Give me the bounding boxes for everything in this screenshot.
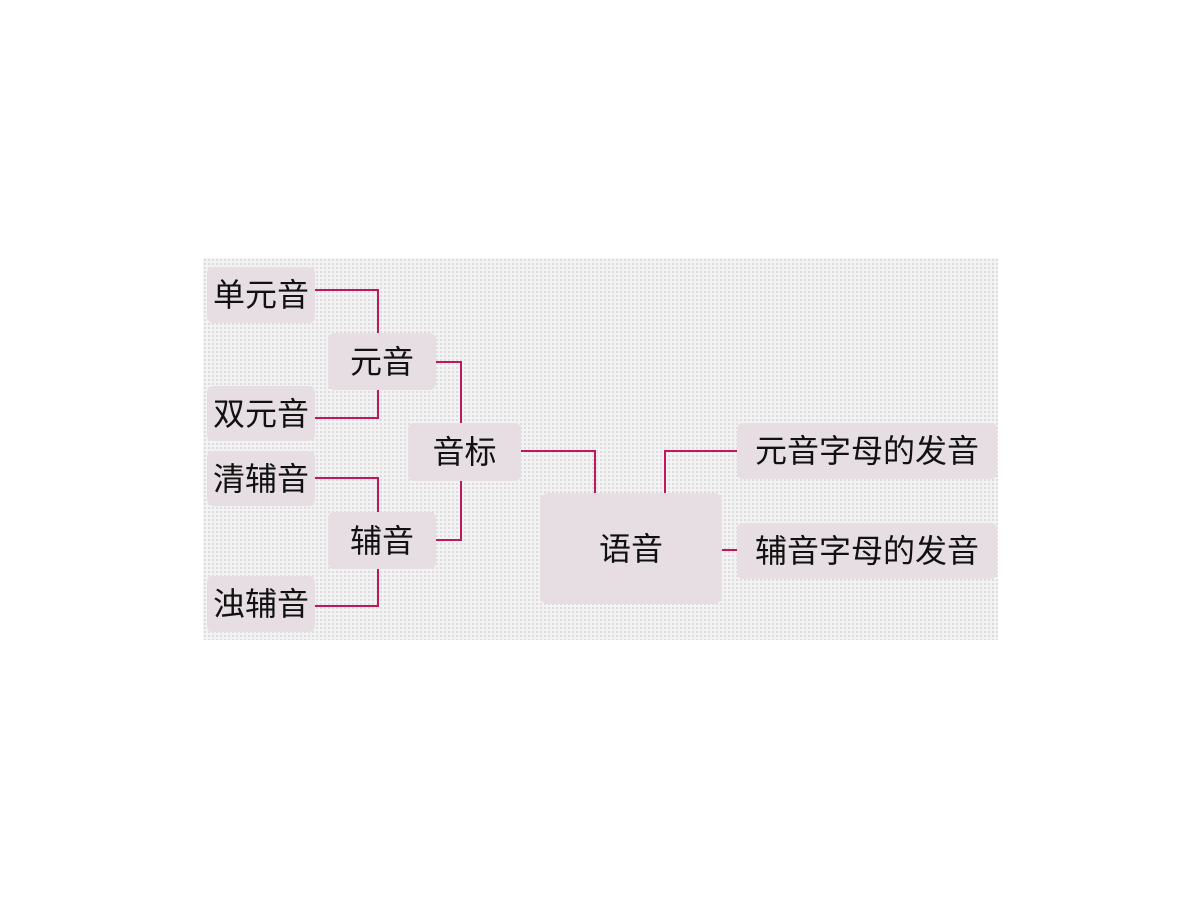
node-yuanyin-zimu-fayin: 元音字母的发音 <box>737 423 997 479</box>
node-yuyin-root: 语音 <box>540 493 722 604</box>
node-shuangyuanyin: 双元音 <box>207 386 315 441</box>
node-zhuofuyin: 浊辅音 <box>207 576 315 632</box>
node-qingfuyin: 清辅音 <box>207 451 315 506</box>
node-yinbiao: 音标 <box>408 423 521 481</box>
node-yuanyin: 元音 <box>328 333 436 390</box>
node-danyuanyin: 单元音 <box>207 267 315 323</box>
node-fuyin-zimu-fayin: 辅音字母的发音 <box>737 523 997 579</box>
node-fuyin: 辅音 <box>328 512 436 569</box>
